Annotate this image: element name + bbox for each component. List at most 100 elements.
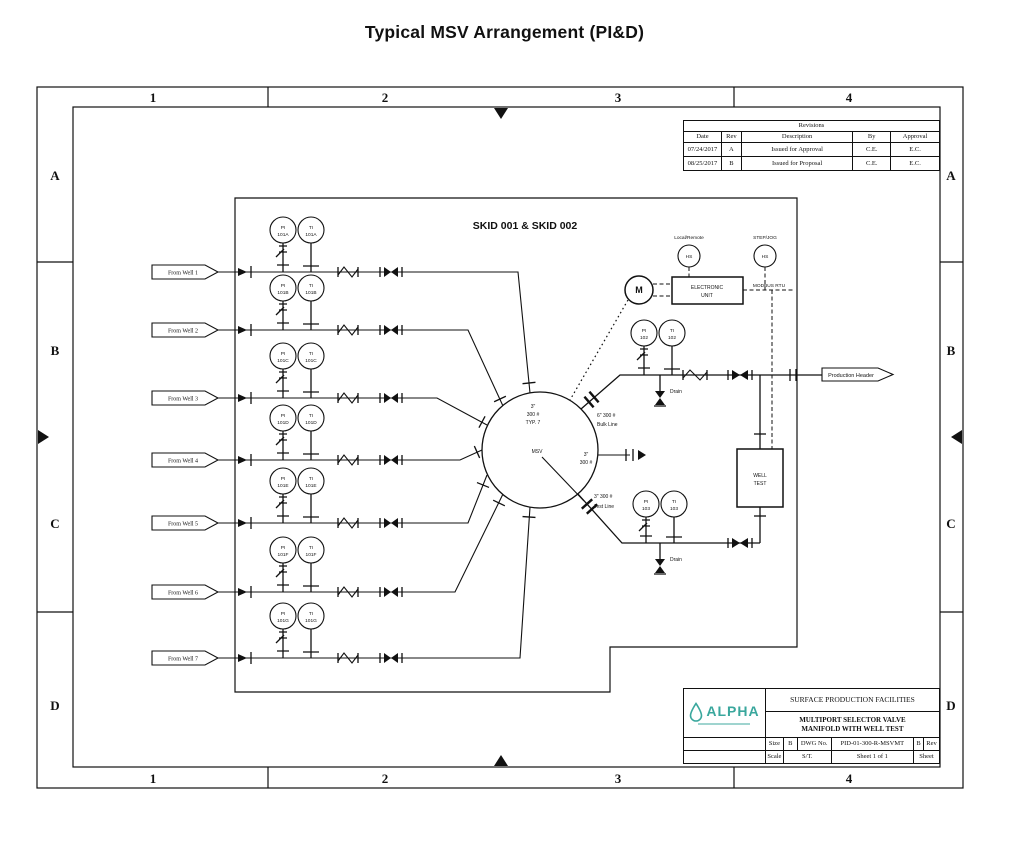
port-flange-icon — [522, 381, 536, 385]
msv-right-size-label: 3" — [584, 452, 589, 458]
instrument-type: TI — [670, 328, 674, 334]
motor-label: M — [635, 285, 643, 295]
check-valve-icon — [337, 266, 359, 278]
instrument-bubble-pi — [630, 319, 658, 347]
instrument-tag: 101D — [277, 420, 289, 426]
water-drop-icon — [690, 701, 703, 722]
valve-icon — [391, 393, 398, 403]
valve-icon — [391, 325, 398, 335]
msv-right-rating-label: 300 # — [580, 460, 593, 466]
msv-selector-valve: 3" 300 # TYP. 7 MSV 3" 300 # — [481, 391, 646, 509]
msv-name-label: MSV — [532, 449, 544, 455]
drain-label: Drain — [670, 557, 682, 563]
instrument-type: TI — [309, 476, 313, 482]
instrument-bubble-pi — [269, 216, 297, 244]
flow-arrow-icon — [238, 456, 247, 464]
grid-row-label: A — [50, 168, 60, 183]
scale-label: Scale — [764, 750, 784, 764]
connector-label: From Well 5 — [168, 522, 198, 528]
instrument-bubble-ti — [297, 602, 325, 630]
check-valve-icon — [337, 392, 359, 404]
revision-description: Issued for Approval — [740, 142, 854, 157]
revisions-title: Revisions — [683, 120, 940, 132]
title-block: ALPHA SURFACE PRODUCTION FACILITIES MULT… — [683, 688, 941, 764]
grid-row-label: D — [50, 698, 59, 713]
offpage-connector — [821, 367, 895, 382]
instrument-bubble-ti — [297, 467, 325, 495]
msv-size-label: 3" — [531, 404, 536, 410]
instrument-bubble-ti — [297, 274, 325, 302]
valve-icon — [384, 587, 391, 597]
well-test-label: TEST — [754, 481, 767, 487]
grid-col-label: 1 — [150, 90, 157, 105]
instrument-type: PI — [281, 225, 286, 231]
valve-icon — [384, 653, 391, 663]
revision-row: 08/25/2017 B Issued for Proposal C.E. E.… — [683, 156, 940, 171]
instrument-type: PI — [281, 611, 286, 617]
modbus-label: MODBUS RTU — [753, 283, 786, 289]
instrument-tag: 101F — [306, 552, 317, 558]
grid-row-label: B — [947, 343, 956, 358]
electronic-unit-label: UNIT — [701, 293, 713, 299]
skid-boundary: SKID 001 & SKID 002 — [234, 197, 798, 693]
revisions-header: Approval — [890, 131, 940, 143]
grid-row-label: C — [946, 516, 955, 531]
instrument-tag: 103 — [670, 506, 678, 512]
valve-icon — [391, 267, 398, 277]
flow-arrow-icon — [238, 268, 247, 276]
drawing-title-line1: MULTIPORT SELECTOR VALVE — [799, 716, 906, 725]
drawing-title-line2: MANIFOLD WITH WELL TEST — [801, 724, 904, 733]
well-line-5: From Well 5 PI 101E TI 101E — [151, 467, 490, 531]
check-valve-icon — [337, 517, 359, 529]
instrument-type: PI — [642, 328, 647, 334]
production-header-label: Production Header — [828, 373, 874, 379]
instrument-tag: 101E — [277, 483, 288, 489]
well-test-box — [736, 448, 784, 508]
local-remote-label: Local/Remote — [674, 235, 704, 241]
connector-label: From Well 1 — [168, 271, 198, 277]
grid-col-label: 2 — [382, 90, 389, 105]
grid-col-label: 3 — [615, 90, 622, 105]
instrument-type: TI — [309, 413, 313, 419]
drain-valve-icon — [655, 391, 665, 398]
well-line-7: From Well 7 PI 101G TI 101G — [151, 506, 536, 666]
instrument-bubble-pi — [632, 490, 660, 518]
port-flange-icon — [473, 445, 481, 459]
port-flange-icon — [493, 395, 507, 403]
flange-icon — [789, 369, 797, 381]
instrument-type: PI — [281, 476, 286, 482]
revision-description: Issued for Proposal — [740, 156, 854, 171]
connector-label: From Well 6 — [168, 591, 198, 597]
motor-link-line — [569, 299, 629, 401]
bulk-size-label: 6" 300 # — [597, 413, 616, 419]
sheet-label: Sheet — [913, 750, 940, 764]
test-size-label: 3" 300 # — [594, 494, 613, 500]
offpage-connector — [151, 584, 220, 600]
msv-typ-label: TYP. 7 — [526, 420, 541, 426]
skid-label: SKID 001 & SKID 002 — [473, 220, 578, 232]
offpage-connector — [151, 515, 220, 531]
check-valve-icon — [337, 454, 359, 466]
flange-icon — [585, 503, 599, 515]
electronic-unit-box — [671, 276, 744, 305]
check-valve-icon — [337, 652, 359, 664]
grid-col-label: 4 — [846, 771, 853, 786]
instrument-tag: 101G — [305, 618, 317, 624]
port-flange-icon — [522, 515, 536, 519]
size-label: Size — [764, 737, 784, 751]
rev-value: B — [913, 737, 924, 751]
blind-flange-icon — [625, 449, 634, 461]
grid-col-label: 3 — [615, 771, 622, 786]
instrument-bubble-pi — [269, 404, 297, 432]
center-mark-top-icon — [494, 108, 508, 119]
grid-col-label: 1 — [150, 771, 157, 786]
valve-icon — [391, 455, 398, 465]
revision-by: C.E. — [852, 142, 892, 157]
drain-valve-icon — [655, 559, 665, 566]
flow-arrow-icon — [238, 588, 247, 596]
valve-icon — [391, 587, 398, 597]
well-line-4: From Well 4 PI 101D TI 101D — [151, 404, 483, 468]
logo-tagline — [698, 722, 751, 725]
revision-date: 08/25/2017 — [683, 156, 722, 171]
bulk-name-label: Bulk Line — [597, 422, 618, 428]
